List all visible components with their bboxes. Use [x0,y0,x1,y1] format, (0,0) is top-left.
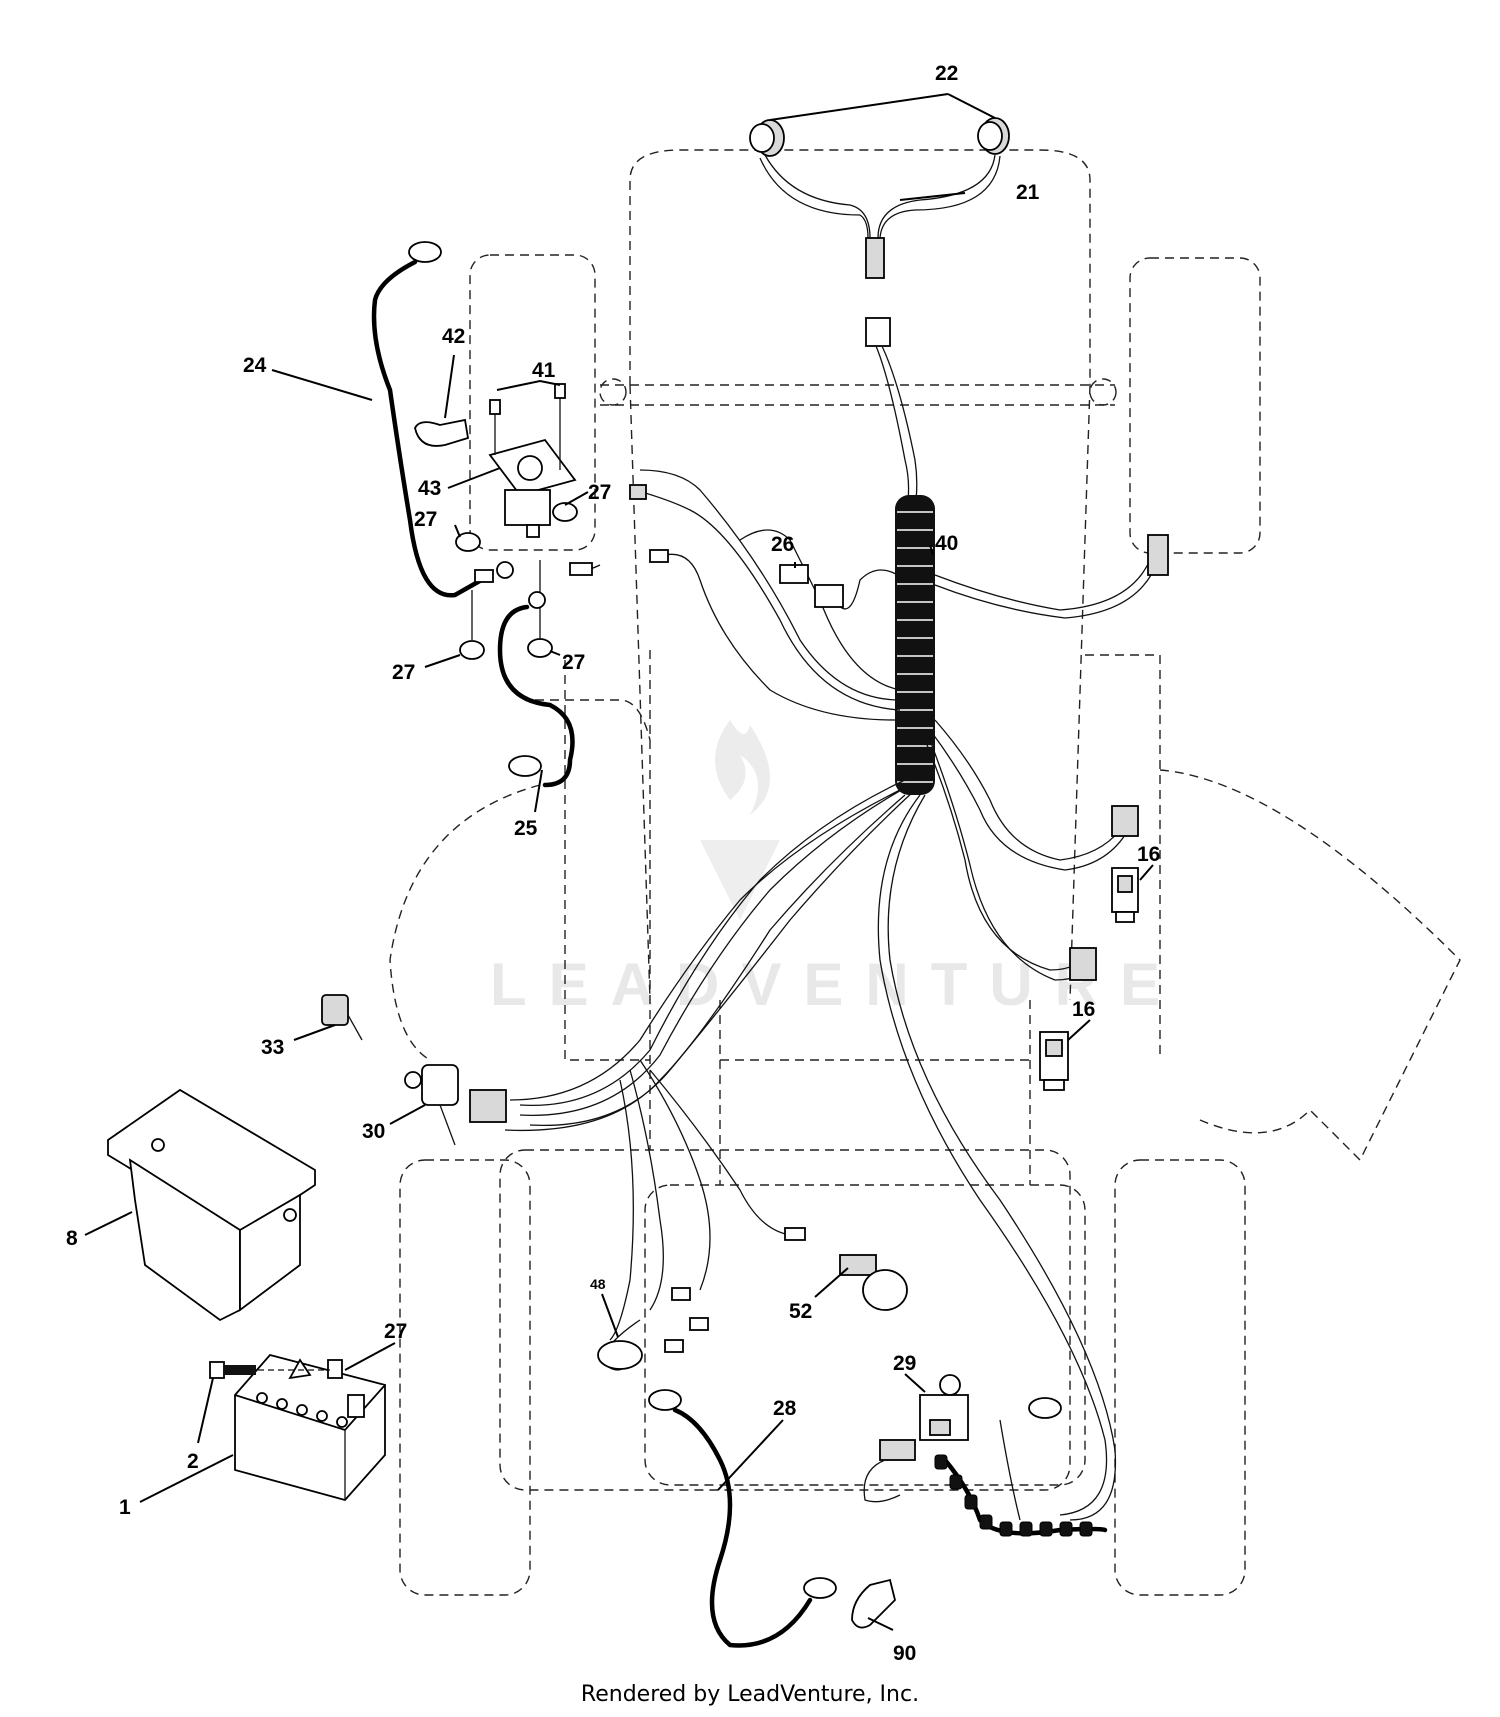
callout-22: 22 [935,62,958,85]
ignition-switch [404,1064,507,1146]
callout-27-b: 27 [414,508,437,531]
tractor-outline [389,149,1461,1596]
coil-cord [863,1397,1108,1537]
callout-41: 41 [532,359,556,382]
callout-21: 21 [1016,181,1040,204]
callout-27-a: 27 [588,481,611,504]
starter-solenoid [488,383,577,538]
interlock-switch-16a [1111,867,1139,923]
callout-43: 43 [418,477,441,500]
callout-26: 26 [771,533,794,556]
battery [234,1353,386,1502]
light-52 [839,1254,908,1311]
battery-cable-24 [371,241,514,598]
callout-27-e: 27 [384,1320,407,1343]
callout-27-c: 27 [392,661,415,684]
interlock-switch-16b [1039,1031,1069,1091]
battery-cable-25 [497,562,601,788]
callout-52: 52 [789,1300,812,1323]
callout-16-b: 16 [1072,998,1095,1021]
callout-2: 2 [187,1450,199,1473]
terminal-boot-90 [851,1578,896,1629]
callout-16-a: 16 [1137,843,1160,866]
main-harness-conduit [895,495,935,795]
light-48 [597,1319,643,1371]
callout-48: 48 [590,1276,606,1292]
callout-90: 90 [893,1642,916,1665]
callout-labels: 22 21 24 42 41 43 27 27 27 27 26 40 25 1… [66,62,1160,1665]
callout-40: 40 [935,532,958,555]
ignition-key [321,994,363,1041]
battery-cable-28 [648,1389,837,1648]
callout-28: 28 [773,1397,797,1420]
leader-lines [84,93,1154,1631]
callout-24: 24 [243,354,267,377]
harness-wires [504,469,1169,1521]
callout-29: 29 [893,1352,916,1375]
callout-42: 42 [442,325,465,348]
seat-switch-29 [919,1374,969,1441]
callout-8: 8 [66,1227,78,1250]
battery-bolt [209,1361,256,1379]
watermark: LEADVENTURE [490,720,1182,1018]
callout-25: 25 [514,817,538,840]
watermark-text: LEADVENTURE [490,951,1182,1018]
callout-33: 33 [261,1036,284,1059]
headlights [749,117,1010,157]
headlight-harness [759,154,1001,501]
callout-27-d: 27 [562,651,585,674]
battery-tray [107,1088,316,1322]
callout-1: 1 [119,1496,131,1519]
battery-nut [258,1358,343,1380]
terminal-boot-42 [414,418,470,447]
callout-30: 30 [362,1120,385,1143]
footer-credit: Rendered by LeadVenture, Inc. [580,1682,920,1707]
